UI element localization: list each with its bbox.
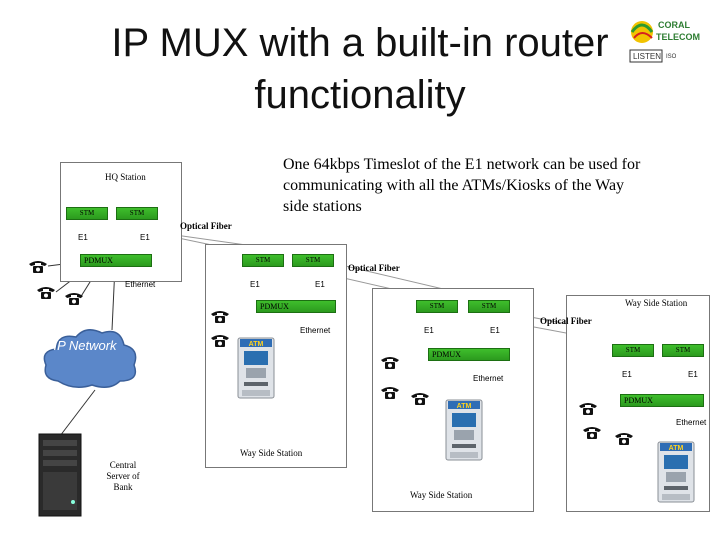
timeslot-note: One 64kbps Timeslot of the E1 network ca… [283, 156, 641, 215]
hq-pdmux-label: PDMUX [84, 256, 113, 265]
ws2-pdmux-label: PDMUX [432, 350, 461, 359]
atm-sign-text: ATM [457, 403, 472, 410]
ws1-pdmux: PDMUX [256, 300, 336, 313]
ip-network-label: IP Network [53, 338, 117, 353]
ws3-label: Way Side Station [625, 298, 688, 308]
ws2-stm-1: STM [416, 300, 458, 313]
hq-e1-1: E1 [78, 233, 88, 242]
logo-cert: ISO [666, 54, 677, 60]
server-icon [38, 433, 82, 517]
way-side-station-1-box [205, 244, 347, 468]
telephone-icon [380, 356, 400, 370]
hq-e1-2: E1 [140, 233, 150, 242]
hq-pdmux: PDMUX [80, 254, 152, 267]
ws3-pdmux-label: PDMUX [624, 396, 653, 405]
ws2-pdmux: PDMUX [428, 348, 510, 361]
optical-fiber-label-1: Optical Fiber [180, 221, 232, 231]
ws2-ethernet: Ethernet [473, 374, 504, 383]
coral-telecom-logo: CORAL TELECOM LISTEN ISO [629, 20, 700, 63]
ws1-stm-1: STM [242, 254, 284, 267]
ws1-ethernet: Ethernet [300, 326, 331, 335]
telephone-icon [36, 286, 56, 300]
atm-sign-text: ATM [249, 341, 264, 348]
logo-tag: LISTEN [633, 52, 661, 61]
ws3-stm-2: STM [662, 344, 704, 357]
title-line-2: functionality [254, 73, 466, 117]
logo-brand-top: CORAL [658, 20, 690, 30]
ws2-stm-2: STM [468, 300, 510, 313]
telephone-icon [582, 426, 602, 440]
logo-brand-bottom: TELECOM [656, 32, 700, 42]
ws1-e1-2: E1 [315, 280, 325, 289]
hq-stm-1: STM [66, 207, 108, 220]
atm-kiosk-icon: ATM [444, 398, 484, 462]
ws1-label: Way Side Station [240, 448, 303, 458]
ws1-stm-2: STM [292, 254, 334, 267]
ws1-e1-1: E1 [250, 280, 260, 289]
ws3-pdmux: PDMUX [620, 394, 704, 407]
telephone-icon [64, 292, 84, 306]
telephone-icon [578, 402, 598, 416]
central-server-label: Central Server of Bank [106, 460, 140, 492]
ws3-e1-1: E1 [622, 370, 632, 379]
ws3-ethernet: Ethernet [676, 418, 707, 427]
atm-kiosk-icon: ATM [656, 440, 696, 504]
title-line-1: IP MUX with a built-in router [111, 21, 609, 65]
telephone-icon [210, 334, 230, 348]
telephone-icon [410, 392, 430, 406]
hq-ethernet: Ethernet [125, 280, 156, 289]
ws3-e1-2: E1 [688, 370, 698, 379]
optical-fiber-label-2: Optical Fiber [348, 263, 400, 273]
telephone-icon [28, 260, 48, 274]
atm-kiosk-icon: ATM [236, 336, 276, 400]
ws2-e1-1: E1 [424, 326, 434, 335]
ws2-label: Way Side Station [410, 490, 473, 500]
telephone-icon [380, 386, 400, 400]
atm-sign-text: ATM [669, 445, 684, 452]
cloud-icon [43, 329, 137, 388]
ws3-stm-1: STM [612, 344, 654, 357]
ws2-e1-2: E1 [490, 326, 500, 335]
telephone-icon [614, 432, 634, 446]
optical-fiber-label-3: Optical Fiber [540, 316, 592, 326]
ws1-pdmux-label: PDMUX [260, 302, 289, 311]
hq-station-label: HQ Station [105, 172, 146, 182]
hq-stm-2: STM [116, 207, 158, 220]
telephone-icon [210, 310, 230, 324]
